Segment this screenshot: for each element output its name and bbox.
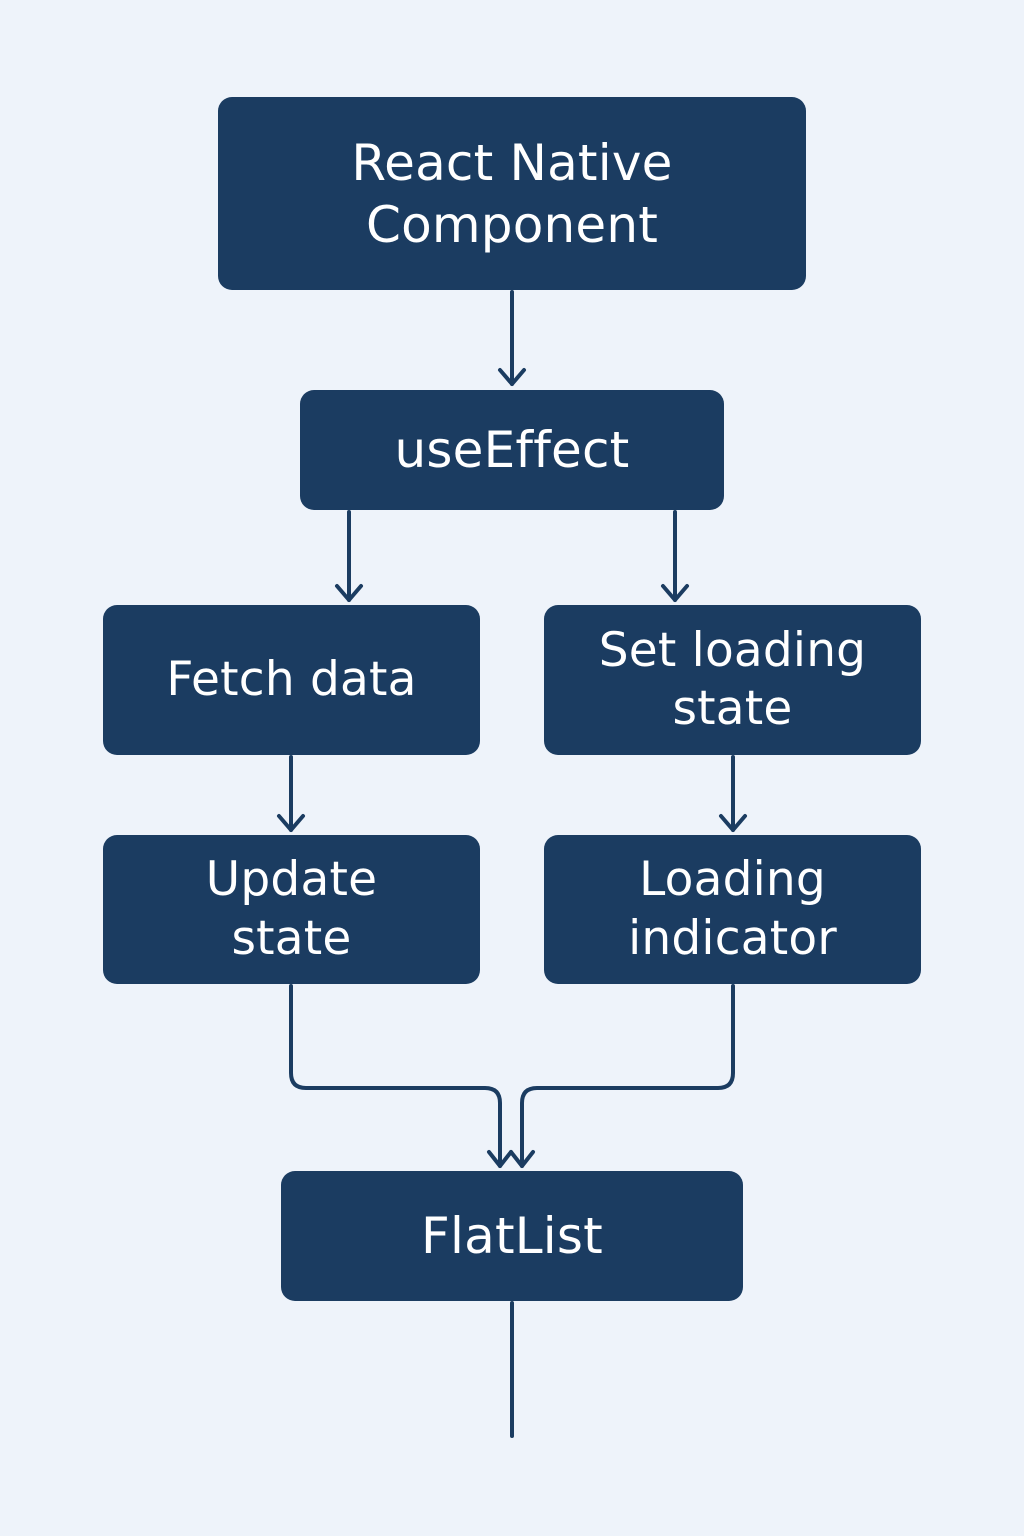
arrow-indicator-to-flatlist <box>520 984 735 1168</box>
arrow-update-to-flatlist <box>289 984 502 1168</box>
arrowhead-component-to-effect <box>498 368 526 386</box>
node-label: useEffect <box>394 421 630 479</box>
node-set-loading-state: Set loading state <box>544 605 921 755</box>
arrowhead-fetch-to-update <box>277 814 305 832</box>
node-fetch-data: Fetch data <box>103 605 480 755</box>
node-update-state: Update state <box>103 835 480 984</box>
arrowhead-effect-to-loading <box>661 584 689 602</box>
node-use-effect: useEffect <box>300 390 724 510</box>
node-label: Loading indicator <box>628 852 837 966</box>
node-react-native-component: React Native Component <box>218 97 806 290</box>
arrowhead-effect-to-fetch <box>335 584 363 602</box>
node-flatlist: FlatList <box>281 1171 743 1301</box>
node-label: Fetch data <box>166 651 417 707</box>
node-label: FlatList <box>421 1207 603 1265</box>
arrowhead-indicator-to-flatlist <box>509 1150 535 1168</box>
node-label: React Native Component <box>351 133 673 254</box>
arrowhead-loading-to-indicator <box>719 814 747 832</box>
node-label: Set loading state <box>598 622 867 736</box>
arrowhead-update-to-flatlist <box>487 1150 513 1168</box>
node-label: Update state <box>205 852 378 966</box>
node-loading-indicator: Loading indicator <box>544 835 921 984</box>
